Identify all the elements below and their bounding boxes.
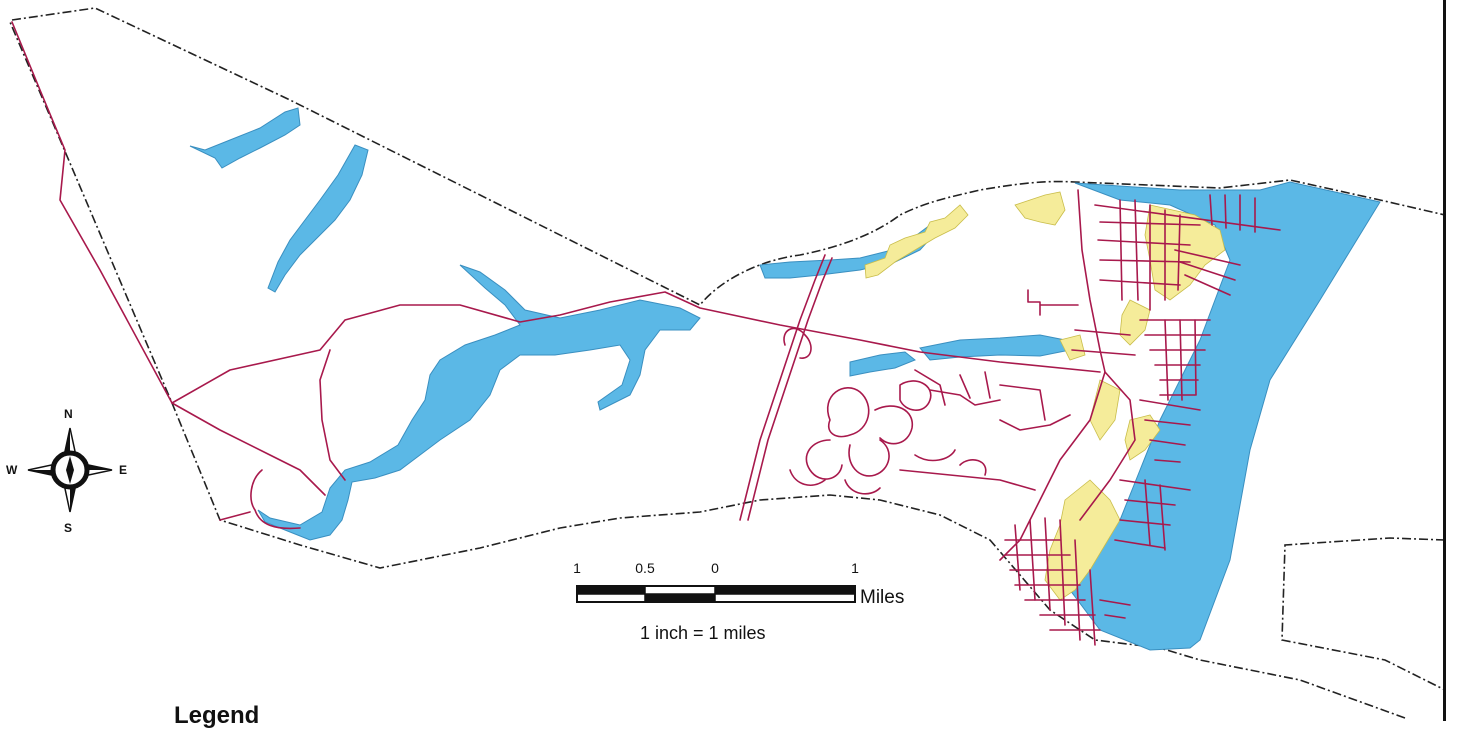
road [1079, 371, 1136, 521]
road [805, 439, 843, 480]
water-body [189, 107, 301, 169]
scale-bar [576, 585, 856, 603]
scale-bar-segment [576, 593, 646, 603]
road [1144, 479, 1166, 551]
road [999, 414, 1071, 431]
water-body [1069, 181, 1381, 651]
road-layer [11, 21, 1281, 646]
scale-bar-outline [576, 585, 856, 603]
road [1209, 194, 1256, 233]
compass-west-label: W [6, 463, 18, 477]
road [844, 479, 881, 495]
map-frame-border [1443, 0, 1446, 721]
road [1027, 289, 1079, 316]
road [739, 254, 826, 521]
compass-east-label: E [119, 463, 128, 477]
road [1139, 319, 1211, 396]
scale-tick-label: 0.5 [635, 560, 655, 576]
compass-rose-icon [27, 427, 113, 513]
road [219, 511, 251, 521]
road [1174, 249, 1241, 296]
scale-bar-segment [644, 585, 716, 595]
road [171, 402, 326, 496]
developed-area [1089, 379, 1121, 441]
scale-tick-label: 0 [711, 560, 719, 576]
developed-area [1059, 334, 1086, 361]
developed-area [1119, 299, 1151, 346]
road [1119, 199, 1181, 311]
compass-south-label: S [64, 521, 73, 535]
road [899, 469, 1036, 491]
road [250, 469, 301, 530]
scale-tick-label: 1 [573, 560, 581, 576]
road [874, 405, 913, 445]
scale-bar-segment [715, 586, 855, 594]
road [747, 257, 833, 521]
road [1099, 599, 1131, 619]
road [929, 389, 1001, 406]
road [319, 349, 346, 481]
road [1014, 517, 1096, 646]
road [1114, 479, 1191, 549]
scale-bar-segment [577, 586, 645, 594]
water-layer [189, 107, 1381, 651]
water-body [849, 351, 916, 377]
road [11, 21, 173, 404]
compass-north-label: N [64, 407, 73, 421]
developed-area [864, 204, 969, 279]
road [171, 291, 1101, 404]
road [848, 439, 890, 477]
developed-area [1014, 191, 1066, 226]
road [783, 327, 812, 359]
road [899, 380, 932, 411]
scale-bar-segment [645, 594, 715, 602]
water-body [267, 144, 369, 293]
scale-ratio-text: 1 inch = 1 miles [640, 623, 766, 643]
study-area-boundary [9, 7, 1446, 719]
road [914, 369, 946, 406]
road [959, 459, 987, 476]
water-body [257, 264, 701, 541]
scale-tick-label: 1 [851, 560, 859, 576]
road [827, 387, 870, 438]
road [1071, 329, 1136, 356]
road [789, 469, 826, 486]
water-body [919, 334, 1071, 361]
road [1139, 399, 1201, 463]
scale-unit-label: Miles [860, 587, 905, 608]
road [914, 449, 956, 462]
legend-title: Legend [174, 702, 260, 729]
scale-bar-segment [714, 593, 856, 603]
road [1004, 539, 1101, 631]
road [1164, 319, 1197, 401]
road [959, 371, 1046, 421]
